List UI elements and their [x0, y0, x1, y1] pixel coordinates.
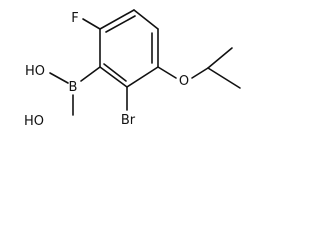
- ring-double-bond-c5-c6: [103, 63, 127, 82]
- structure-canvas: F B HO HO Br O: [0, 0, 264, 138]
- ring-bond-c4-c5: [126, 66, 159, 88]
- molecule-diagram: F B HO HO Br O: [24, 9, 241, 129]
- atom-label-oxygen: O: [179, 74, 189, 89]
- atom-label-bromine: Br: [121, 113, 136, 128]
- ring-bond-c5-c6: [99, 66, 128, 88]
- bond-boron-hydroxyl-top: [49, 72, 69, 84]
- bond-isopropyl-methyl-upper: [207, 47, 233, 69]
- bond-ring-fluorine: [82, 18, 101, 30]
- bond-oxygen-isopropyl: [191, 67, 209, 79]
- atom-label-fluorine: F: [71, 11, 78, 26]
- ring-double-bond-c1-c2: [105, 15, 136, 33]
- bond-isopropyl-methyl-lower: [207, 67, 241, 89]
- atom-label-hydroxyl-bottom: HO: [24, 114, 44, 129]
- bond-ring-boron: [80, 66, 101, 82]
- ring-bond-c2-c3: [133, 9, 159, 30]
- atom-label-boron: B: [69, 80, 78, 95]
- ring-bond-c1-c2: [99, 9, 135, 30]
- bond-ring-oxygen: [157, 66, 177, 79]
- atom-label-hydroxyl-top: HO: [25, 64, 45, 79]
